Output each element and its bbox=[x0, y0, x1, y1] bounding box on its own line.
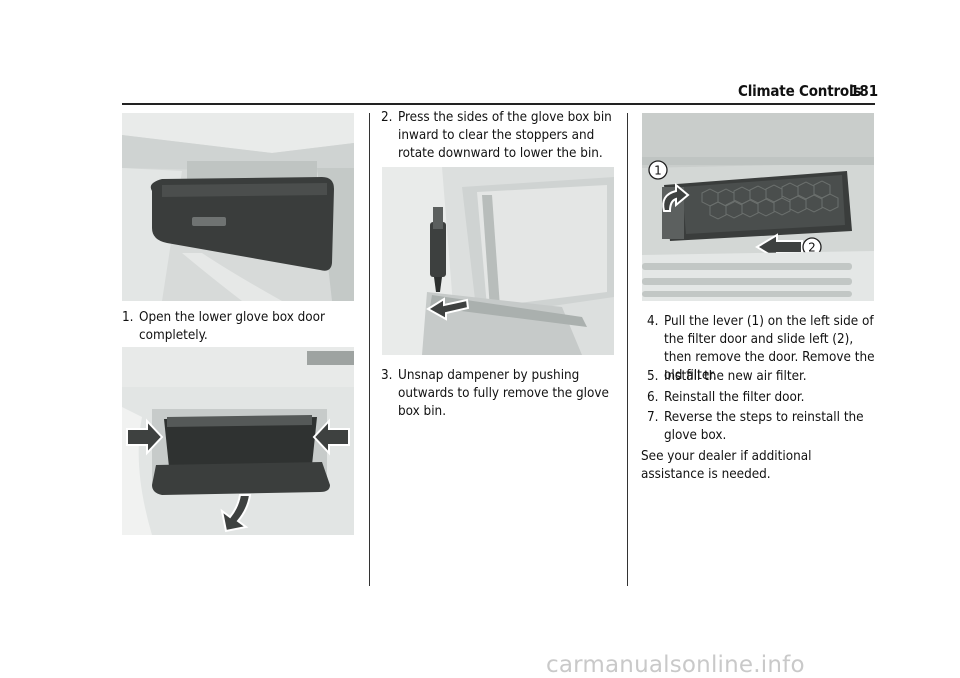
step-number: 2. bbox=[381, 110, 393, 125]
step-text: Open the lower glove box door completely… bbox=[139, 310, 325, 343]
glove-box-door-illustration bbox=[122, 113, 354, 301]
filter-door-illustration: 1 2 bbox=[642, 113, 874, 301]
step-text: Press the sides of the glove box bin inw… bbox=[398, 110, 612, 161]
callout-1-label: 1 bbox=[654, 164, 662, 178]
step-1: 1. Open the lower glove box door complet… bbox=[122, 309, 354, 345]
step-text: Reinstall the filter door. bbox=[664, 390, 805, 405]
step-number: 3. bbox=[381, 368, 393, 383]
step-number: 7. bbox=[647, 410, 659, 425]
closing-note: See your dealer if additional assistance… bbox=[641, 449, 812, 482]
step-number: 1. bbox=[122, 310, 134, 325]
step-7: 7. Reverse the steps to reinstall the gl… bbox=[647, 409, 879, 445]
step-number: 5. bbox=[647, 369, 659, 384]
step-2: 2. Press the sides of the glove box bin … bbox=[381, 109, 617, 163]
step-number: 4. bbox=[647, 314, 659, 329]
section-title: Climate Controls bbox=[738, 82, 862, 100]
step-4: 4. Pull the lever (1) on the left side o… bbox=[647, 313, 879, 385]
step-text: Reverse the steps to reinstall the glove… bbox=[664, 410, 864, 443]
column-divider-right bbox=[627, 113, 628, 586]
dampener-illustration bbox=[382, 167, 614, 355]
column-divider-left bbox=[369, 113, 370, 586]
step-6: 6. Reinstall the filter door. bbox=[647, 389, 879, 407]
step-text: Install the new air filter. bbox=[664, 369, 807, 384]
callout-2-label: 2 bbox=[808, 241, 816, 255]
step-text: Pull the lever (1) on the left side of t… bbox=[664, 314, 875, 383]
step-5: 5. Install the new air filter. bbox=[647, 368, 879, 386]
step-3: 3. Unsnap dampener by pushing outwards t… bbox=[381, 367, 617, 421]
step-number: 6. bbox=[647, 390, 659, 405]
step-text: Unsnap dampener by pushing outwards to f… bbox=[398, 368, 609, 419]
page-number: 181 bbox=[850, 82, 879, 100]
glove-box-bin-press-illustration bbox=[122, 347, 354, 535]
watermark: carmanualsonline.info bbox=[546, 652, 805, 678]
header-rule bbox=[122, 103, 875, 105]
